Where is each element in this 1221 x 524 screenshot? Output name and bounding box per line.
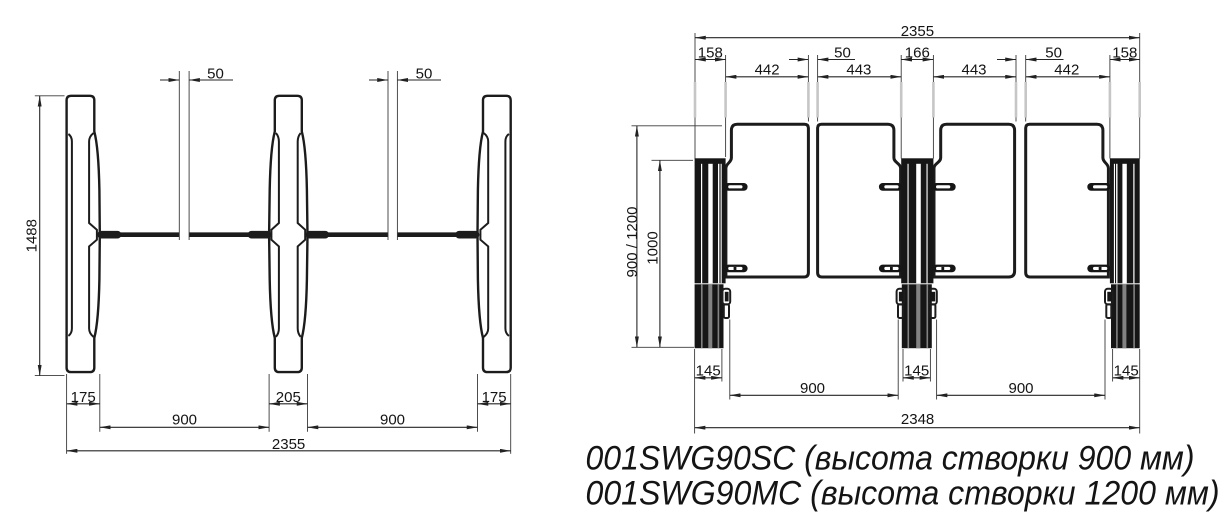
svg-text:442: 442 [755, 62, 780, 79]
svg-text:900 / 1200: 900 / 1200 [624, 207, 641, 278]
svg-text:50: 50 [834, 44, 851, 61]
svg-text:166: 166 [905, 44, 930, 61]
svg-text:001SWG90SC (высота створки 900: 001SWG90SC (высота створки 900 мм) [586, 440, 1195, 478]
svg-text:1488: 1488 [24, 219, 41, 252]
svg-text:001SWG90MC (высота створки 120: 001SWG90MC (высота створки 1200 мм) [586, 475, 1220, 513]
svg-text:145: 145 [696, 363, 721, 380]
svg-text:2355: 2355 [272, 436, 305, 453]
svg-text:1000: 1000 [645, 231, 662, 264]
svg-text:145: 145 [1114, 363, 1139, 380]
svg-text:205: 205 [276, 389, 301, 406]
svg-text:443: 443 [961, 62, 986, 79]
svg-text:900: 900 [1008, 380, 1033, 397]
svg-text:50: 50 [416, 65, 433, 82]
svg-text:158: 158 [1112, 44, 1137, 61]
svg-text:50: 50 [1045, 44, 1062, 61]
svg-text:443: 443 [846, 62, 871, 79]
svg-text:145: 145 [904, 363, 929, 380]
svg-text:900: 900 [172, 412, 197, 429]
svg-text:175: 175 [71, 389, 96, 406]
svg-text:900: 900 [380, 412, 405, 429]
svg-text:900: 900 [800, 380, 825, 397]
svg-text:442: 442 [1054, 62, 1079, 79]
svg-text:175: 175 [482, 389, 507, 406]
svg-text:50: 50 [207, 65, 224, 82]
svg-text:2355: 2355 [901, 23, 934, 40]
svg-text:2348: 2348 [901, 411, 934, 428]
svg-text:158: 158 [698, 44, 723, 61]
